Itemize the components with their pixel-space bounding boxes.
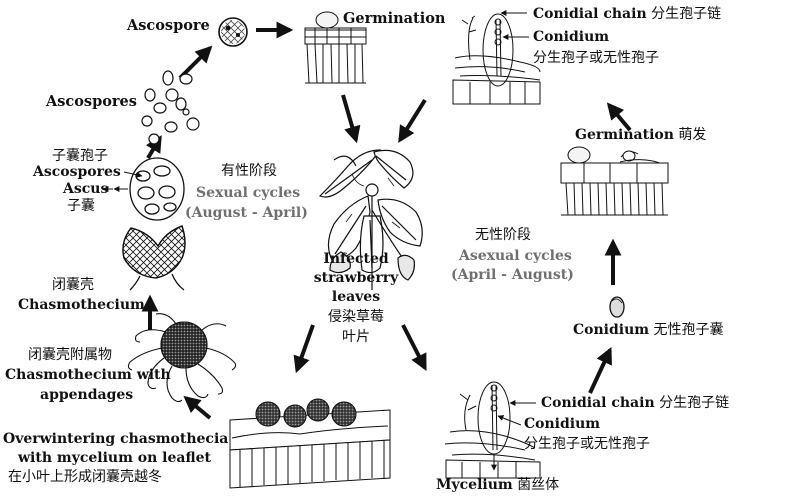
chasmothecium-label: Chasmothecium bbox=[18, 297, 145, 313]
conidium-icon bbox=[609, 296, 625, 318]
conidium-top-zh-label: 分生孢子或无性孢子 bbox=[533, 50, 659, 66]
ascus-en-label: Ascus bbox=[63, 181, 109, 197]
overwintering-label-2: with mycelium on leaflet bbox=[18, 450, 212, 466]
mycelium-zh: 菌丝体 bbox=[517, 477, 560, 493]
ascus-pointer-lines bbox=[102, 171, 143, 192]
conidium-right-label: Conidium 无性孢子囊 bbox=[573, 322, 724, 338]
overwintering-label-1: Overwintering chasmothecia bbox=[3, 431, 229, 447]
conidial-chain-top-zh: 分生孢子链 bbox=[651, 6, 722, 22]
infected-leaves-label-3: leaves bbox=[331, 289, 381, 305]
germination-right-label: Germination 萌发 bbox=[575, 127, 706, 143]
mycelium-label: Mycelium 菌丝体 bbox=[436, 477, 559, 493]
conidial-chain-top-label: Conidial chain 分生孢子链 bbox=[533, 6, 721, 22]
infected-leaves-label-2: strawberry bbox=[313, 270, 399, 286]
conidial-chain-bottom-label: Conidial chain 分生孢子链 bbox=[541, 395, 729, 411]
asexual-cycle-months-label: (April - August) bbox=[451, 267, 574, 283]
germination-cells-icon bbox=[304, 11, 367, 84]
strawberry-plant-icon bbox=[318, 149, 423, 290]
ascus-icon bbox=[129, 157, 185, 221]
conidium-bottom-label: Conidium bbox=[524, 416, 601, 432]
conidium-right-en: Conidium bbox=[573, 322, 650, 338]
infected-leaves-label-1: Infected bbox=[323, 251, 389, 267]
asexual-cycle-zh-label: 无性阶段 bbox=[475, 227, 531, 243]
infected-leaves-zh-label-1: 侵染草莓 bbox=[328, 309, 384, 325]
germination-right-en: Germination bbox=[575, 127, 674, 143]
germination-top-label: Germination bbox=[343, 10, 446, 27]
conidium-right-zh: 无性孢子囊 bbox=[653, 322, 724, 338]
appendages-label-2: appendages bbox=[40, 387, 134, 403]
sexual-cycle-months-label: (August - April) bbox=[185, 205, 308, 221]
ascospores-scatter-icon bbox=[141, 70, 200, 145]
infected-leaves-zh-label-2: 叶片 bbox=[342, 329, 370, 345]
overwintering-zh-label: 在小叶上形成闭囊壳越冬 bbox=[8, 469, 162, 485]
conidiophore-bottom-icon bbox=[444, 381, 541, 479]
conidial-chain-bottom-en: Conidial chain bbox=[541, 395, 655, 411]
conidium-top-label: Conidium bbox=[533, 29, 610, 45]
germination-right-zh: 萌发 bbox=[678, 127, 707, 143]
conidial-chain-bottom-zh: 分生孢子链 bbox=[659, 395, 730, 411]
ascospores-left-label: Ascospores bbox=[46, 93, 137, 110]
asexual-cycle-label: Asexual cycles bbox=[459, 248, 572, 264]
ascospores-small-label: Ascospores bbox=[33, 164, 121, 180]
ascospore-label: Ascospore bbox=[127, 17, 210, 34]
conidial-chain-top-en: Conidial chain bbox=[533, 6, 647, 22]
cycle-arrow-icon bbox=[141, 21, 632, 420]
ascospore-icon bbox=[218, 17, 248, 47]
mycelium-en: Mycelium bbox=[436, 477, 513, 493]
overwintering-leaflet-icon bbox=[229, 398, 391, 489]
germination-right-icon bbox=[560, 146, 669, 216]
appendages-zh-label: 闭囊壳附属物 bbox=[28, 347, 112, 363]
label-pointer-lines bbox=[497, 10, 536, 426]
zinang-baozi-label: 子囊孢子 bbox=[52, 148, 108, 164]
chasmothecium-appendages-icon bbox=[127, 313, 237, 403]
chasmothecium-zh-label: 闭囊壳 bbox=[52, 277, 94, 293]
appendages-label-1: Chasmothecium with bbox=[5, 367, 171, 383]
conidium-bottom-zh-label: 分生孢子或无性孢子 bbox=[524, 436, 650, 452]
ascus-zh-label: 子囊 bbox=[67, 198, 95, 214]
conidiophore-top-icon bbox=[452, 13, 541, 105]
sexual-cycle-label: Sexual cycles bbox=[196, 185, 301, 201]
chasmothecium-icon bbox=[122, 225, 186, 291]
sexual-cycle-zh-label: 有性阶段 bbox=[221, 163, 277, 179]
